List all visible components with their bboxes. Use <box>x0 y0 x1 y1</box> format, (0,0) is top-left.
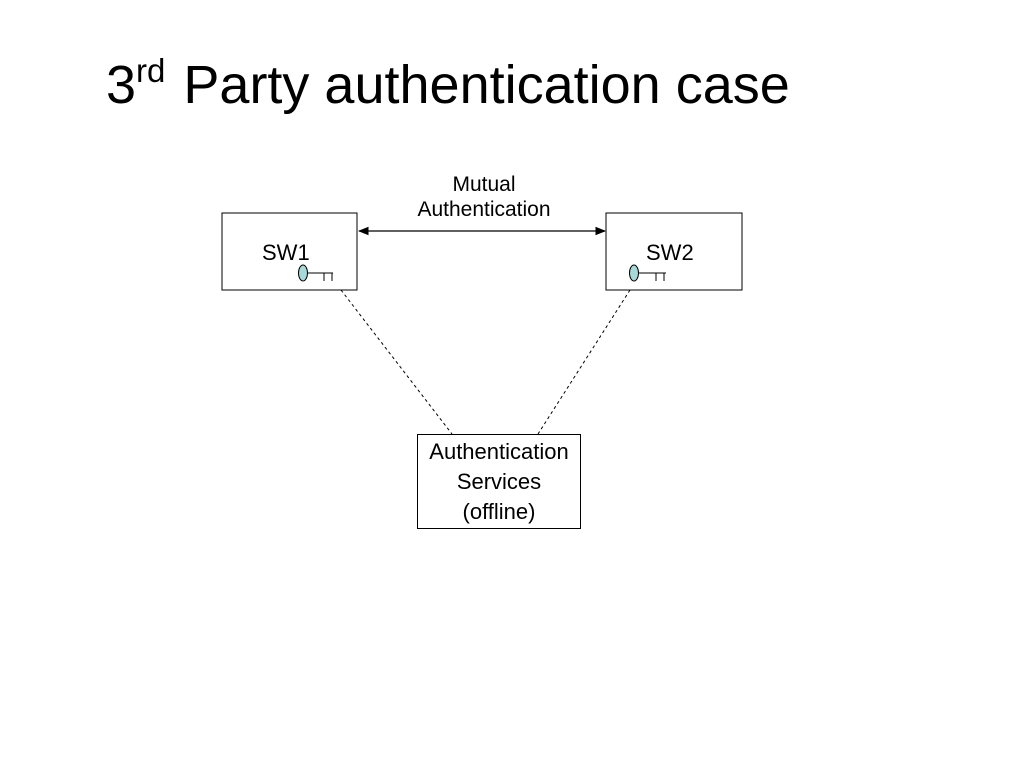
sw2-box <box>605 212 743 291</box>
title-superscript: rd <box>136 52 166 89</box>
auth-services-line2: Services <box>456 468 542 494</box>
sw1-label: SW1 <box>262 240 310 265</box>
authentication-services-box: Authentication Services (offline) <box>417 434 581 529</box>
sw1-box <box>221 212 358 291</box>
auth-services-line3: (offline) <box>462 498 536 524</box>
page-title: 3rd Party authentication case <box>106 54 790 115</box>
mutual-label-line2: Authentication <box>417 198 551 221</box>
title-number: 3 <box>106 55 137 115</box>
dashed-link-sw2 <box>537 289 631 435</box>
mutual-label-line1: Mutual <box>452 173 516 196</box>
mutual-authentication-label: Mutual Authentication <box>384 172 584 222</box>
title-text: Party authentication case <box>168 55 790 115</box>
dashed-link-sw1 <box>340 289 453 435</box>
auth-services-line1: Authentication <box>429 438 569 464</box>
key-icon <box>629 264 666 282</box>
key-icon <box>298 264 333 282</box>
sw2-label: SW2 <box>646 240 694 265</box>
